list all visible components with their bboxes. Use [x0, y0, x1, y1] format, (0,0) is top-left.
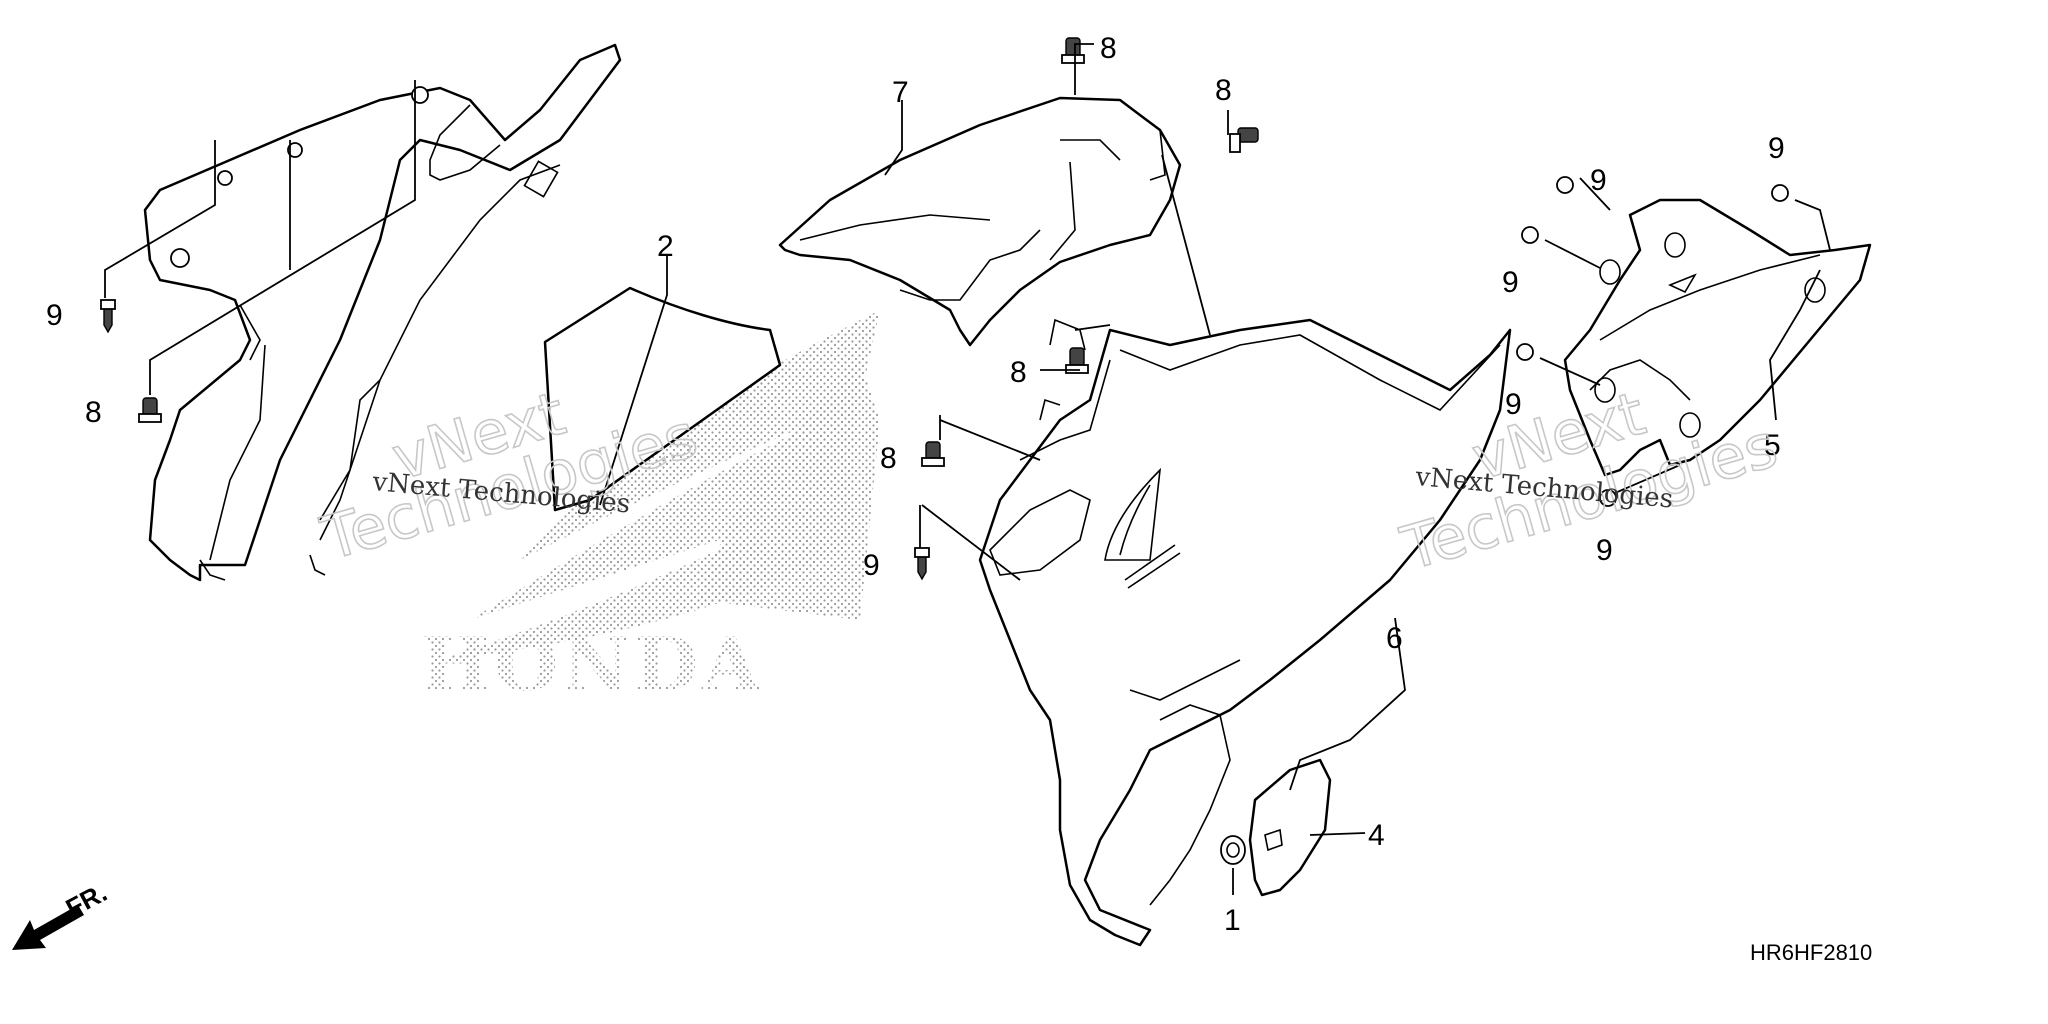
callout-9-right-top: 9: [1590, 164, 1607, 197]
callout-5: 5: [1764, 429, 1781, 462]
callout-9-right-bottom: 9: [1596, 534, 1613, 567]
part-5-right-panel: [1563, 198, 1872, 477]
callout-9-far-right: 9: [1768, 132, 1785, 165]
callouts: 1 2 4 5 6 7 8 8 8 8 8 9 9 9 9 9 9 9 9: [46, 32, 1785, 937]
part-6-main-cover: [978, 318, 1512, 947]
callout-8-left: 8: [85, 396, 102, 429]
callout-9-right-upper: 9: [1502, 266, 1519, 299]
callout-2: 2: [657, 230, 674, 263]
front-arrow-icon: [12, 905, 84, 950]
part-1-grommet: [1220, 835, 1246, 865]
part-2-sheet: [543, 286, 782, 512]
callout-8-right: 8: [1215, 74, 1232, 107]
leader-lines: [104, 43, 1831, 895]
callout-1: 1: [1224, 904, 1241, 937]
callout-8-mid: 8: [1010, 356, 1027, 389]
callout-8-top: 8: [1100, 32, 1117, 65]
callout-9-right-mid: 9: [1505, 388, 1522, 421]
part-4-cap: [1248, 758, 1332, 897]
callout-4: 4: [1368, 819, 1385, 852]
callout-7: 7: [892, 76, 909, 109]
callout-9-center: 9: [863, 549, 880, 582]
fasteners: [100, 37, 1789, 581]
honda-wing-logo: HONDA: [420, 310, 880, 708]
honda-logo-text: HONDA: [420, 622, 764, 708]
callout-9-left: 9: [46, 299, 63, 332]
callout-8-lower: 8: [880, 442, 897, 475]
left-side-cover: [143, 43, 622, 582]
front-direction-indicator: FR.: [12, 877, 112, 950]
callout-6: 6: [1386, 622, 1403, 655]
part-7-top-cover: [778, 96, 1182, 347]
diagram-code: HR6HF2810: [1750, 940, 1872, 965]
